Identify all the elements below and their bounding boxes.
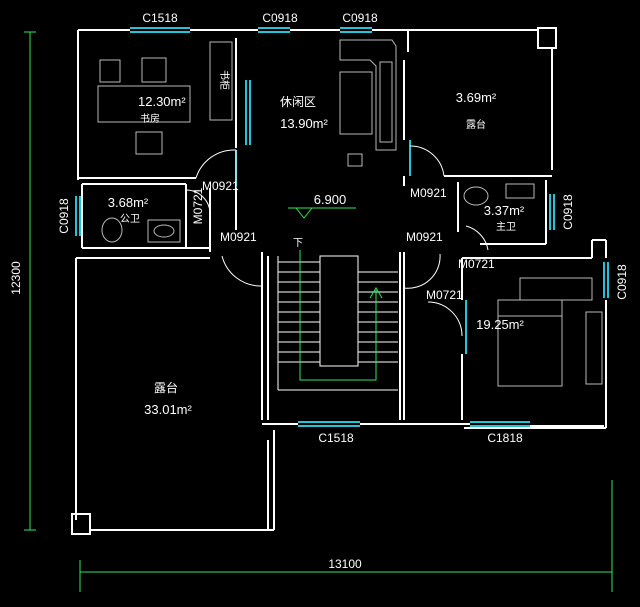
level-label: 6.900	[314, 192, 347, 207]
window-label-right-bath: C0918	[561, 194, 575, 230]
room-public-wc-area: 3.68m²	[108, 195, 149, 210]
room-terrace-sw-name: 露台	[154, 380, 178, 395]
window-label-bottom-bed: C1818	[487, 431, 523, 445]
door-label-bedroom: M0721	[426, 288, 463, 302]
room-terrace-sw-area: 33.01m²	[144, 402, 192, 417]
room-study-name: 书房	[140, 112, 160, 125]
room-terrace-ne-name: 露台	[466, 118, 486, 131]
walls	[75, 29, 607, 531]
room-lounge-area: 13.90m²	[280, 116, 328, 131]
stairs-down-label: 下	[293, 238, 303, 249]
window-label-top-left: C1518	[142, 11, 178, 25]
room-master-bath-name: 主卫	[496, 221, 516, 233]
door-label-lounge-right: M0921	[410, 186, 447, 200]
room-bookshelf: 书柜	[218, 70, 231, 90]
dimension-lines	[24, 31, 613, 592]
room-public-wc-name: 公卫	[120, 214, 140, 225]
furniture	[97, 39, 603, 387]
stair-arrow	[299, 250, 383, 381]
dim-height: 12300	[9, 261, 23, 295]
window-label-right-bed: C0918	[615, 264, 629, 300]
door-label-study: M0921	[202, 179, 239, 193]
window-label-top-mid-2: C0918	[342, 11, 378, 25]
room-master-bath-area: 3.37m²	[484, 203, 525, 218]
room-study-area: 12.30m²	[138, 94, 186, 109]
window-label-bottom-stair: C1518	[318, 431, 354, 445]
room-bedroom-area: 19.25m²	[476, 317, 524, 332]
window-label-left: C0918	[57, 198, 71, 234]
window-label-top-mid-1: C0918	[262, 11, 298, 25]
door-label-center-left: M0921	[220, 230, 257, 244]
door-swings	[185, 145, 489, 337]
room-terrace-ne-area: 3.69m²	[456, 90, 497, 105]
dim-width: 13100	[328, 557, 362, 571]
columns	[71, 27, 557, 535]
door-label-master-bath: M0721	[458, 257, 495, 271]
door-label-center-right: M0921	[406, 230, 443, 244]
room-lounge-name: 休闲区	[280, 95, 316, 109]
stairs	[277, 255, 398, 391]
level-marker	[288, 207, 356, 219]
door-label-toilet-right: M0721	[191, 187, 205, 224]
